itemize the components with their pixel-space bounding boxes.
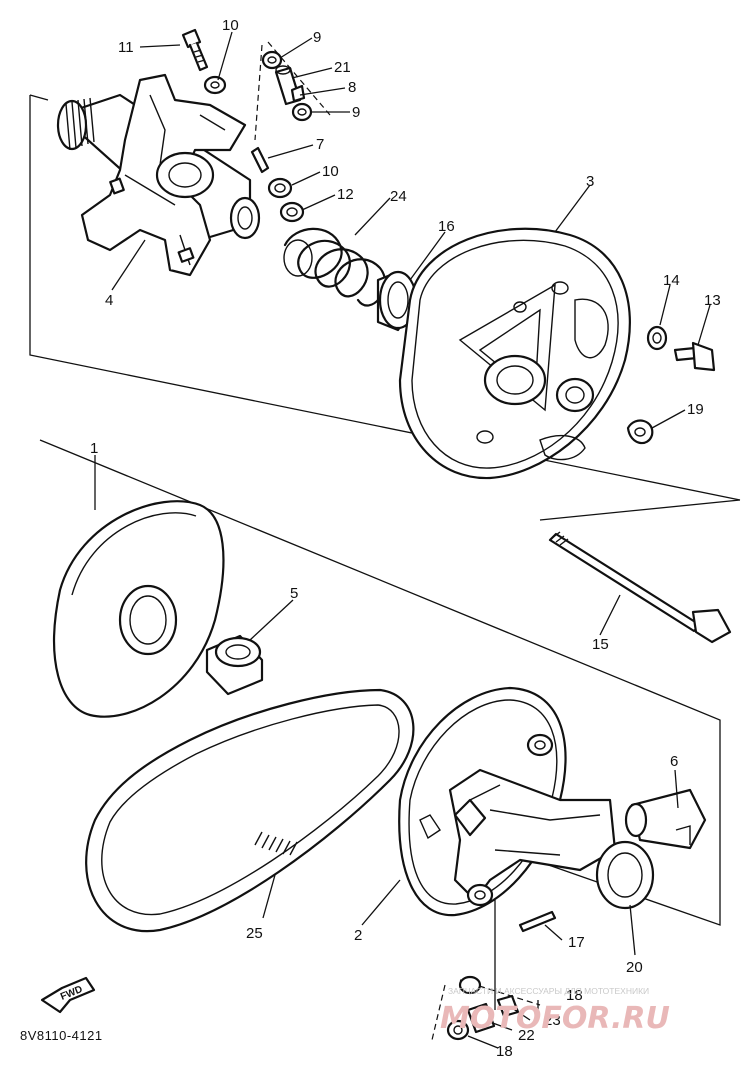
watermark: ЗАПЧАСТИ И АКСЕССУАРЫ ДЛЯ МОТОТЕХНИКИ MO… (440, 986, 670, 1036)
label-8: 8 (348, 79, 356, 96)
label-15: 15 (592, 636, 609, 653)
label-12: 12 (337, 186, 354, 203)
washer-10b (267, 177, 293, 199)
slider-22 (466, 1002, 496, 1034)
label-17: 17 (568, 934, 585, 951)
secondary-sheave-2 (398, 686, 617, 917)
label-5: 5 (290, 585, 298, 602)
long-bolt-15 (548, 531, 732, 644)
part-labels: 11 10 9 21 8 9 7 10 12 24 16 3 14 13 19 … (90, 17, 721, 1060)
label-22: 22 (518, 1027, 535, 1044)
clip-19 (626, 419, 654, 445)
label-21: 21 (334, 59, 351, 76)
label-25: 25 (246, 925, 263, 942)
washer-10a (203, 75, 227, 95)
leader-lines (94, 31, 711, 1049)
drawing-code: 8V8110-4121 (20, 1028, 103, 1043)
label-13: 13 (704, 292, 721, 309)
label-16: 16 (438, 218, 455, 235)
pin-17 (518, 910, 557, 933)
roller-pin-set (261, 50, 313, 122)
washer-18a (458, 975, 482, 995)
small-parts-group (431, 900, 541, 1041)
primary-spider-part (56, 73, 261, 277)
bushing-16 (376, 270, 420, 332)
fwd-arrow-icon: FWD (40, 976, 96, 1014)
pin-7 (250, 146, 270, 174)
label-18a: 18 (566, 987, 583, 1004)
label-14: 14 (663, 272, 680, 289)
label-9a: 9 (313, 29, 321, 46)
label-10a: 10 (222, 17, 239, 34)
label-23: 23 (544, 1012, 561, 1029)
washer-18b (446, 1019, 470, 1041)
label-7: 7 (316, 136, 324, 153)
bolt-11 (181, 28, 209, 72)
watermark-text: ЗАПЧАСТИ И АКСЕССУАРЫ ДЛЯ МОТОТЕХНИКИ (448, 986, 649, 996)
label-3: 3 (586, 173, 594, 190)
drive-belt-25 (85, 688, 415, 933)
label-24: 24 (390, 188, 407, 205)
watermark-logo: MOTOFOR.RU (440, 1001, 670, 1036)
collar-5 (205, 634, 264, 696)
sheave-cover-3 (398, 227, 631, 480)
label-18b: 18 (496, 1043, 513, 1060)
label-1: 1 (90, 440, 98, 457)
washer-12 (279, 201, 305, 223)
fixed-sheave-1 (53, 500, 225, 718)
sleeve-6 (624, 788, 707, 850)
label-10b: 10 (322, 163, 339, 180)
label-2: 2 (354, 927, 362, 944)
label-19: 19 (687, 401, 704, 418)
bolt-13 (673, 341, 716, 372)
label-9b: 9 (352, 104, 360, 121)
compression-spring (283, 227, 387, 307)
label-6: 6 (670, 753, 678, 770)
oil-seal-20 (595, 840, 655, 910)
label-11: 11 (118, 39, 134, 56)
label-20: 20 (626, 959, 643, 976)
label-4: 4 (105, 292, 113, 309)
pin-group-outline (254, 41, 331, 141)
washer-14 (646, 325, 668, 351)
